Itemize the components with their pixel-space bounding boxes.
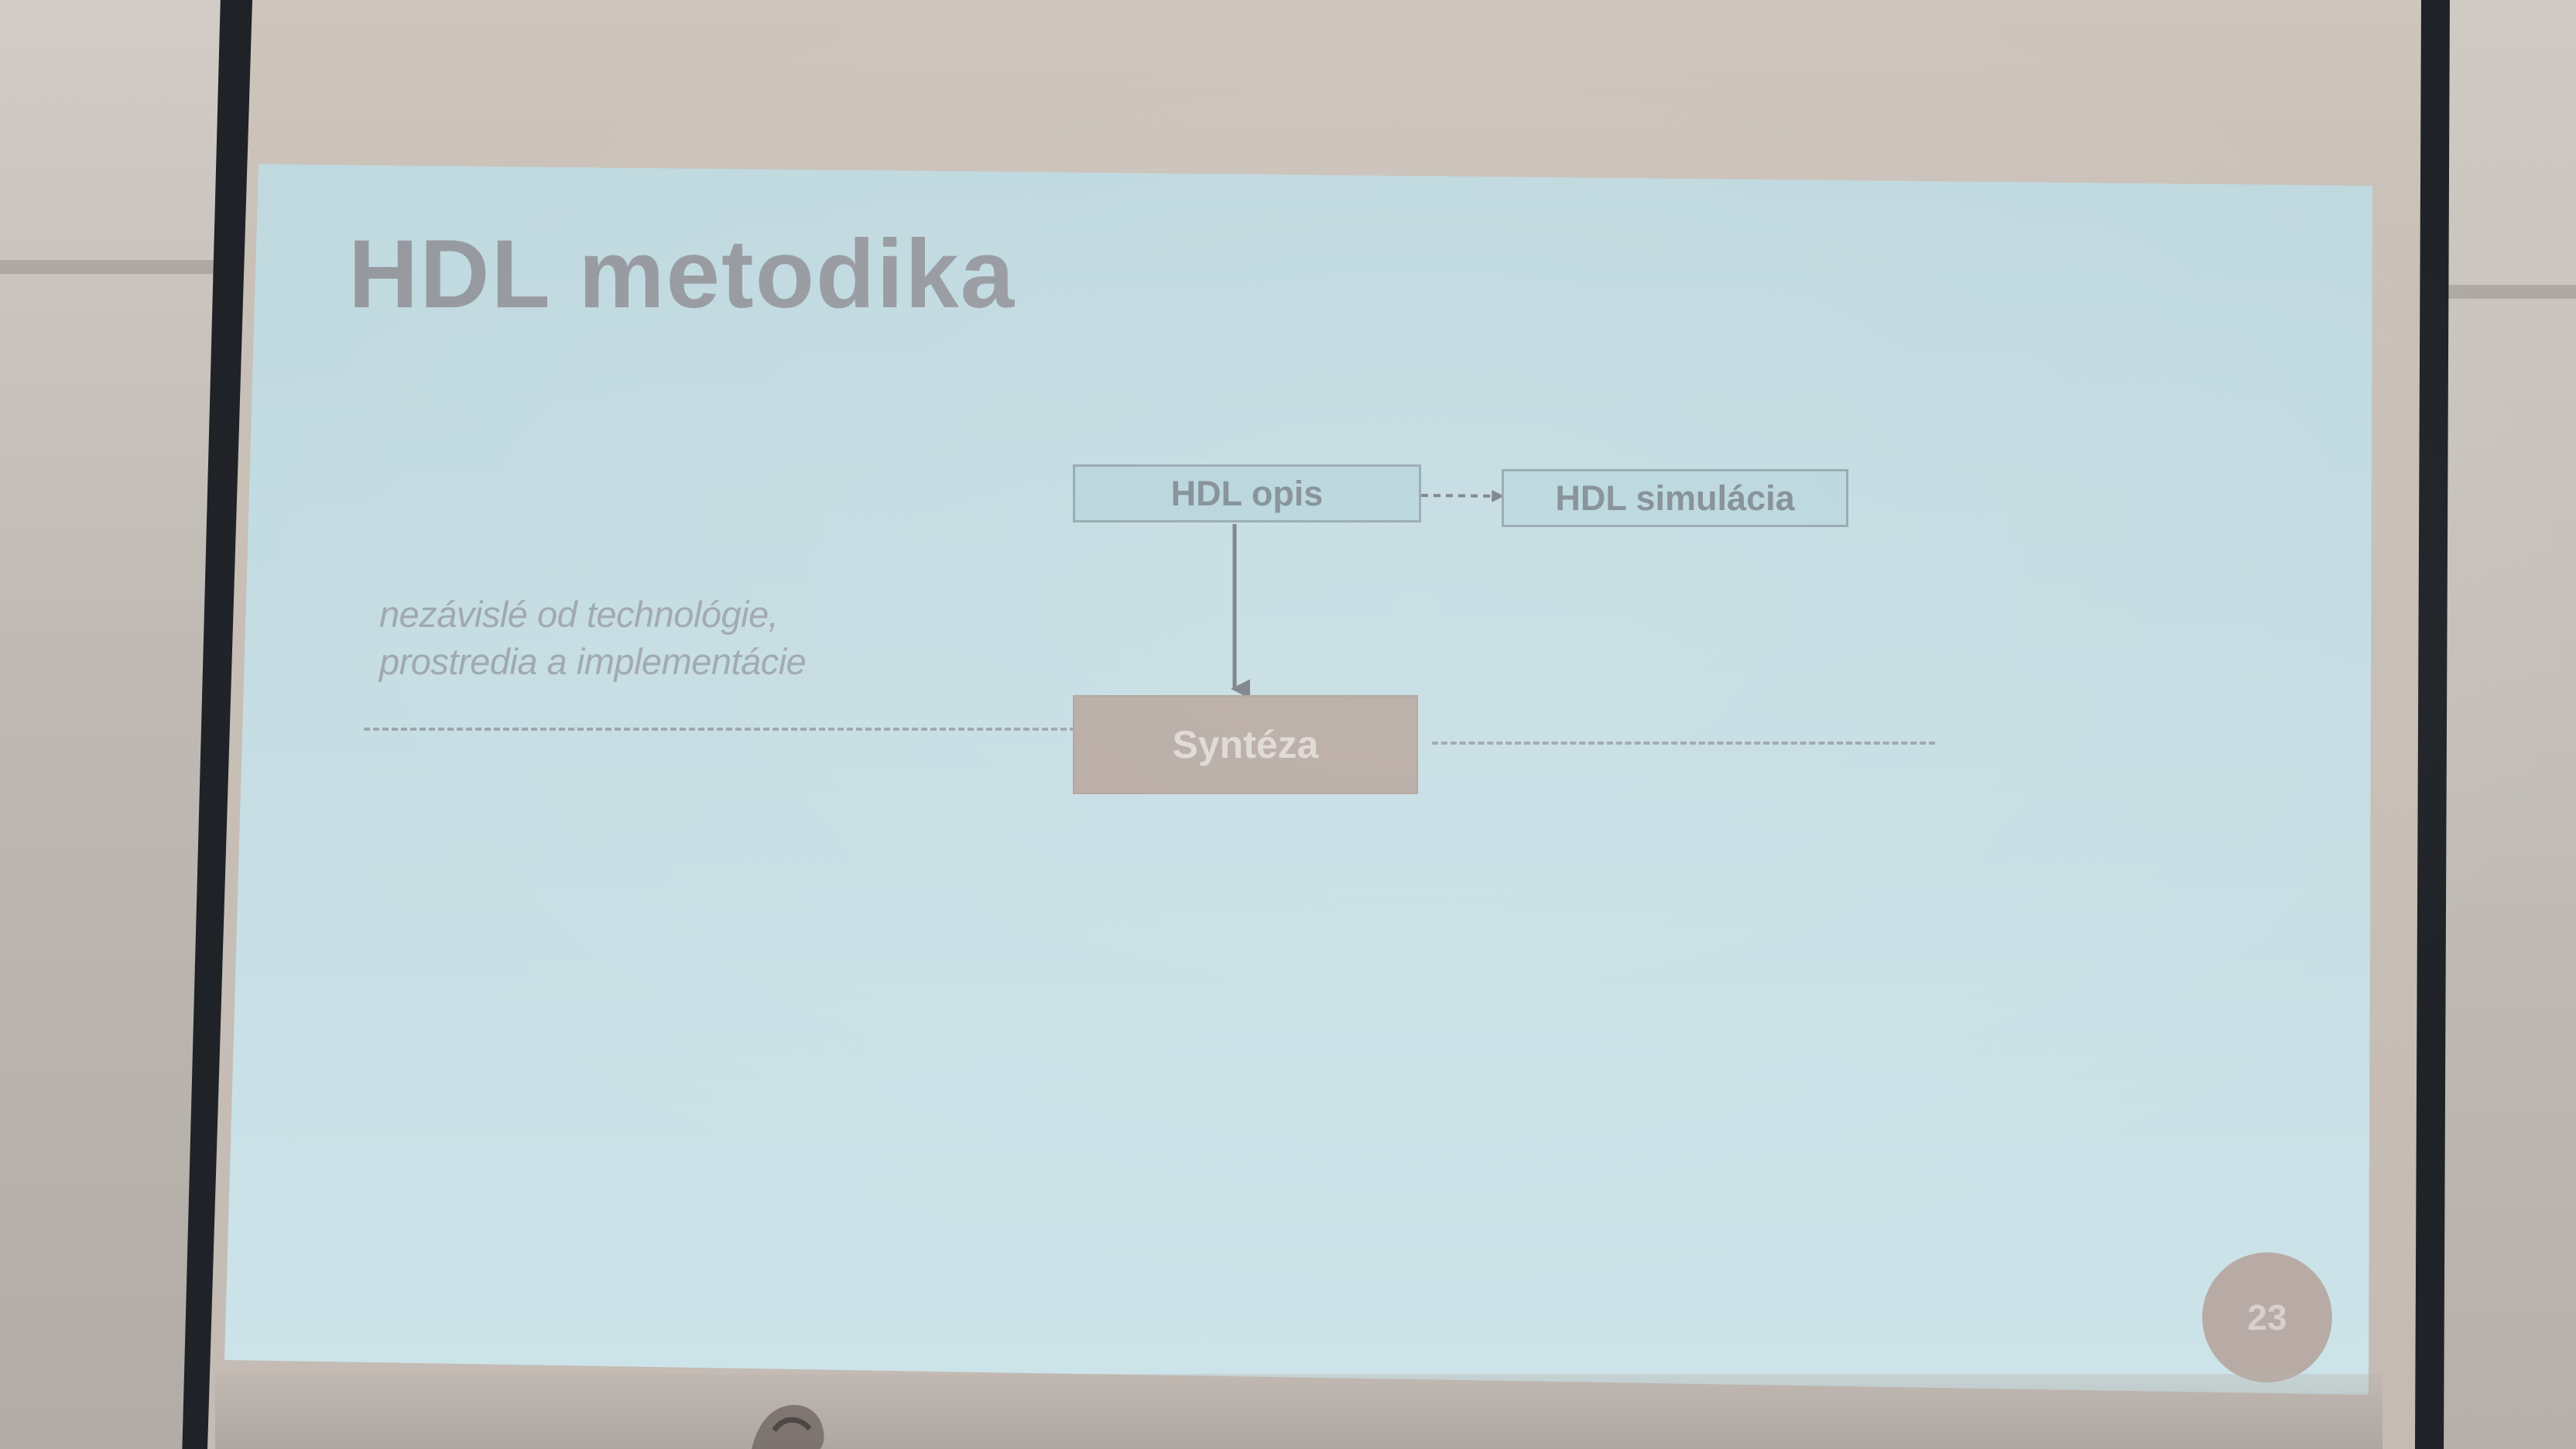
right-dashed-separator <box>1432 742 1935 745</box>
synthesis-label: Syntéza <box>1172 723 1319 766</box>
slide-page-number: 23 <box>2247 1297 2287 1338</box>
hdl-simulation-label: HDL simulácia <box>1555 478 1795 518</box>
technology-independence-note: nezávislé od technológie, prostredia a i… <box>379 591 921 685</box>
note-line-environment: prostredia a implementácie <box>379 641 807 682</box>
slide-title: HDL metodika <box>348 221 1016 328</box>
left-wall-ledge <box>0 260 224 274</box>
hdl-description-box: HDL opis <box>1073 464 1421 522</box>
right-wall <box>2441 0 2576 1449</box>
synthesis-box: Syntéza <box>1074 697 1416 793</box>
right-wall-ledge <box>2441 285 2576 299</box>
left-dashed-separator <box>364 728 1076 731</box>
hdl-simulation-box: HDL simulácia <box>1502 469 1848 527</box>
hdl-description-label: HDL opis <box>1170 473 1324 513</box>
lower-screen-shadow <box>215 1374 2382 1449</box>
note-line-technology: nezávislé od technológie, <box>379 594 779 635</box>
slide-page-number-badge: 23 <box>2202 1252 2332 1382</box>
